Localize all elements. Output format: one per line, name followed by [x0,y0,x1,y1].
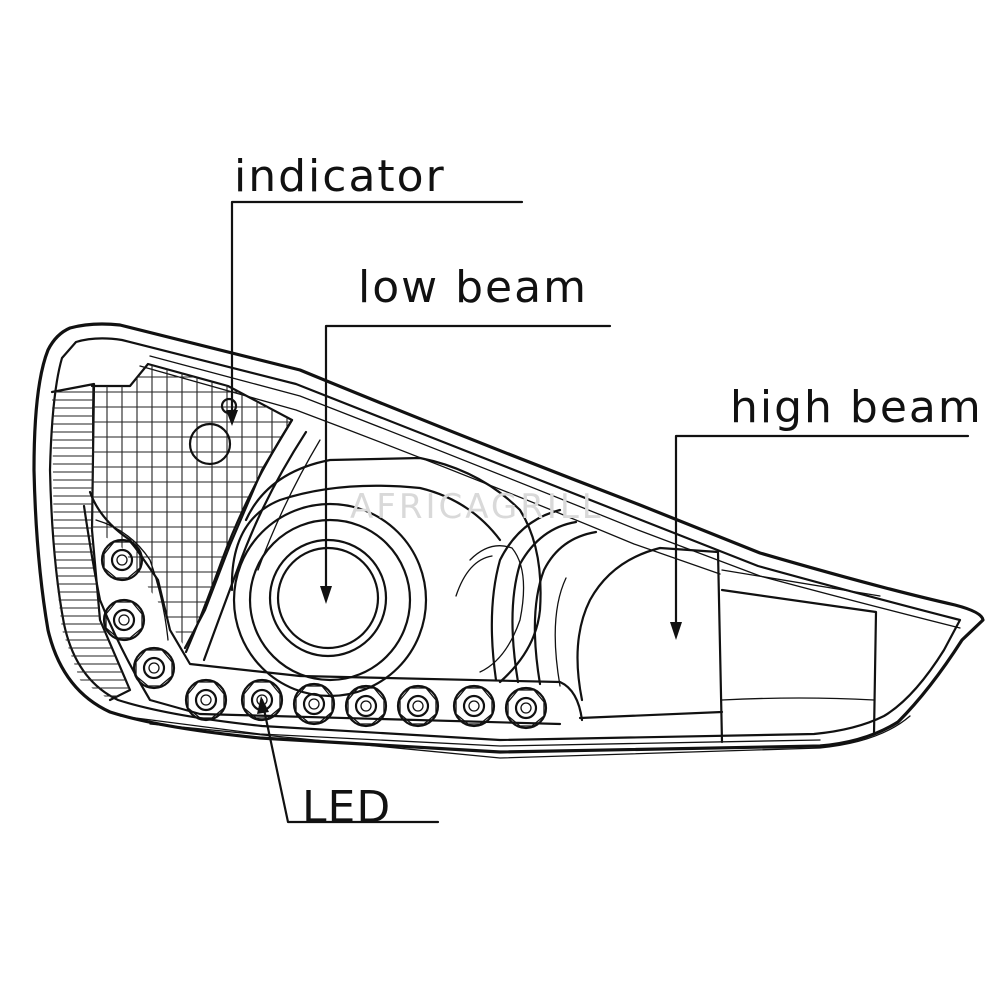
indicator-label: indicator [234,151,446,202]
indicator-bulb-icon [188,422,232,466]
led-label: LED [302,782,391,833]
led-unit-icon [344,684,388,728]
high-beam-label: high beam [730,382,983,433]
low-beam-callout: low beam [320,262,612,604]
low-beam-projector [230,456,542,698]
headlight-housing [32,322,985,759]
low-beam-label: low beam [358,262,588,313]
led-unit-icon [132,646,176,690]
indicator-callout: indicator [226,151,524,426]
indicator-reflector [90,362,294,650]
led-unit-icon [452,684,496,728]
led-unit-icon [102,598,146,642]
high-beam-callout: high beam [670,382,983,640]
led-callout: LED [257,696,440,833]
watermark: AFRICAGRILL [350,487,604,527]
high-beam-reflector [490,508,881,744]
led-strip [82,490,584,730]
